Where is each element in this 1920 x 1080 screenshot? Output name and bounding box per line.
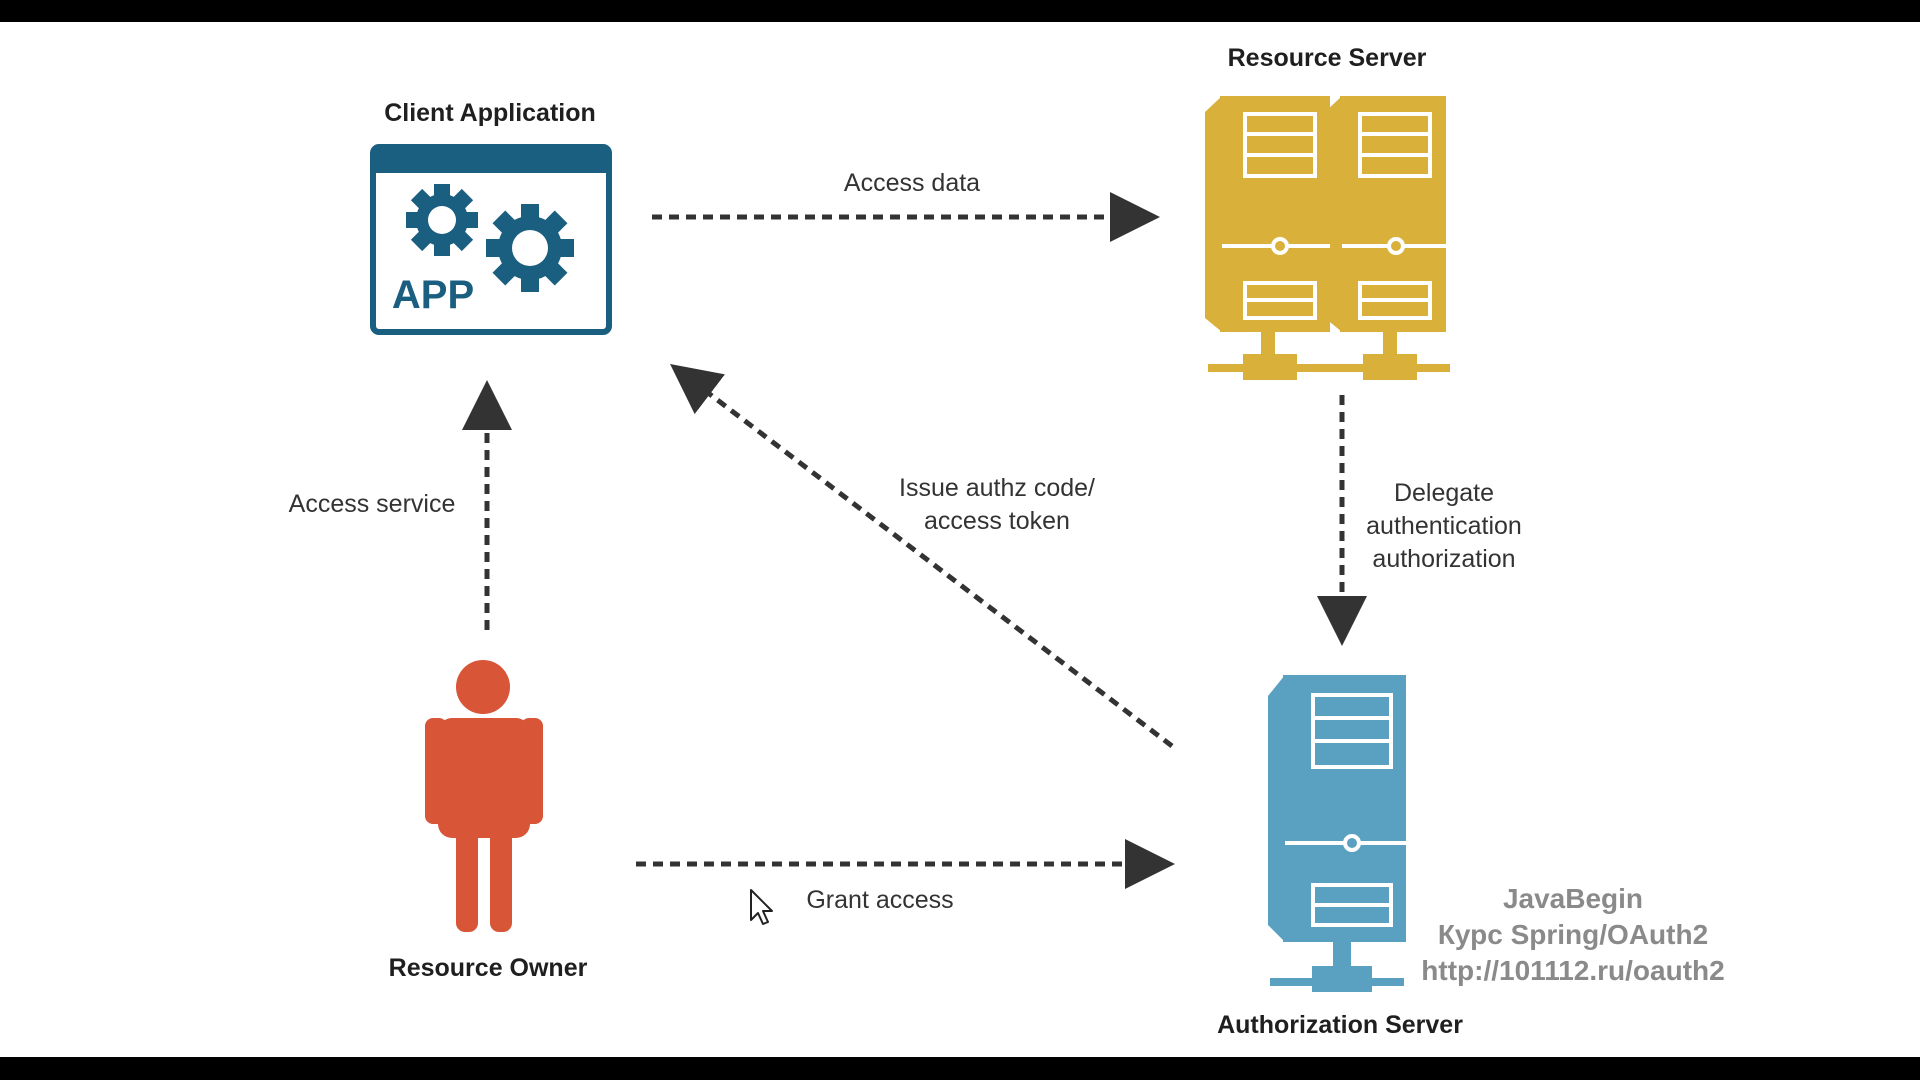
watermark-line3: http://101112.ru/oauth2 (1421, 955, 1724, 986)
mouse-pointer-icon (750, 889, 773, 925)
access-data-label: Access data (844, 169, 980, 197)
access-service-label: Access service (289, 490, 456, 518)
app-label: APP (392, 273, 474, 317)
grant-access-label: Grant access (806, 886, 953, 914)
watermark-line1: JavaBegin (1503, 883, 1643, 914)
gear-icon (486, 204, 574, 292)
watermark-line2: Курс Spring/OAuth2 (1438, 919, 1708, 950)
server-rack-icon (1205, 96, 1450, 380)
authorization-server-title: Authorization Server (1217, 1011, 1463, 1039)
person-icon (425, 660, 543, 932)
letterbox-bottom (0, 1057, 1920, 1080)
server-tower-icon (1268, 675, 1406, 992)
diagram-canvas (0, 22, 1920, 1057)
resource-server-title: Resource Server (1228, 44, 1427, 72)
delegate-label-line1: Delegate (1394, 479, 1494, 507)
resource-owner-title: Resource Owner (389, 954, 588, 982)
app-window-gears-icon: APP (370, 144, 612, 335)
issue-token-arrow (670, 363, 1174, 748)
gear-icon (406, 184, 478, 256)
letterbox-top (0, 0, 1920, 22)
client-application-title: Client Application (384, 99, 596, 127)
delegate-label-line3: authorization (1372, 545, 1515, 573)
issue-token-label-line1: Issue authz code/ (899, 474, 1095, 502)
delegate-label-line2: authentication (1366, 512, 1522, 540)
issue-token-label-line2: access token (924, 507, 1070, 535)
